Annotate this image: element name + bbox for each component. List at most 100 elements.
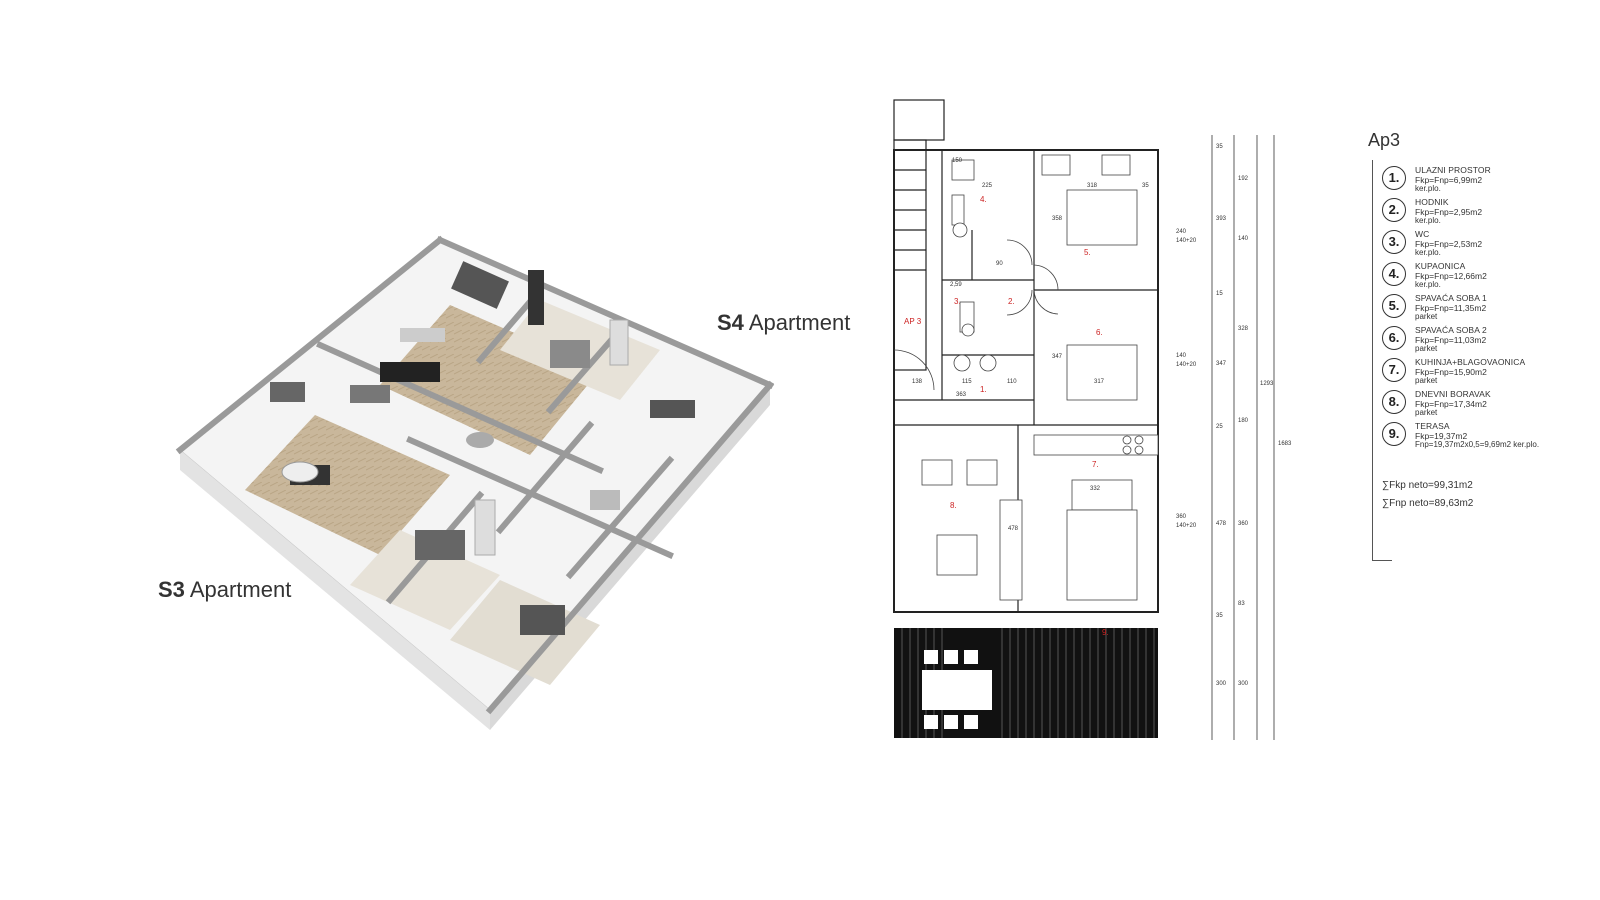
dim-label: 110 xyxy=(1007,379,1017,385)
room-number-badge: 5. xyxy=(1382,294,1406,318)
side-dim-label: 192 xyxy=(1238,176,1249,182)
dim-label: 360 xyxy=(1176,514,1187,520)
dining-floor xyxy=(245,415,450,555)
dim-label: 225 xyxy=(982,183,993,189)
legend-bracket xyxy=(1372,160,1373,560)
dim-label: 150 xyxy=(952,158,963,164)
dim-label: 35 xyxy=(1142,183,1149,189)
room-name: DNEVNI BORAVAK xyxy=(1415,389,1491,399)
side-dim-label: 1683 xyxy=(1278,441,1292,447)
legend-item: 3. WC Fkp=Fnp=2,53m2 ker.plo. xyxy=(1382,229,1572,260)
room-number-badge: 8. xyxy=(1382,390,1406,414)
plan-num-1: 1. xyxy=(980,385,987,394)
room-number-badge: 3. xyxy=(1382,230,1406,254)
furniture xyxy=(270,261,695,635)
legend-item: 1. ULAZNI PROSTOR Fkp=Fnp=6,99m2 ker.plo… xyxy=(1382,165,1572,196)
room-name: TERASA xyxy=(1415,421,1450,431)
room-name: HODNIK xyxy=(1415,197,1449,207)
room-name: ULAZNI PROSTOR xyxy=(1415,165,1491,175)
plan-fixtures xyxy=(921,154,1159,601)
side-dim-label: 478 xyxy=(1216,521,1227,527)
architectural-floorplan: 4. 2. 3. 1. 5. 6. 7. 8. 9. AP 3 225 318 … xyxy=(893,99,1332,760)
room-legend: Ap3 1. ULAZNI PROSTOR Fkp=Fnp=6,99m2 ker… xyxy=(1368,128,1568,561)
side-dim-label: 15 xyxy=(1216,291,1223,297)
plan-dimension-labels: 225 318 240 140+20 358 90 140 140+20 347… xyxy=(912,144,1223,532)
dim-label: 138 xyxy=(912,379,923,385)
floorplan-svg: 4. 2. 3. 1. 5. 6. 7. 8. 9. AP 3 225 318 … xyxy=(893,99,1292,740)
dim-label: 347 xyxy=(1052,354,1063,360)
plan-num-2: 2. xyxy=(1008,297,1015,306)
dimension-lines xyxy=(1211,135,1275,740)
door-swings xyxy=(893,239,1059,391)
legend-item: 6. SPAVAĆA SOBA 2 Fkp=Fnp=11,03m2 parket xyxy=(1382,325,1572,356)
s3-word: Apartment xyxy=(189,577,292,602)
room-name: SPAVAĆA SOBA 1 xyxy=(1415,293,1487,303)
dim-label: 140+20 xyxy=(1176,238,1197,244)
room-number-badge: 1. xyxy=(1382,166,1406,190)
room-name: SPAVAĆA SOBA 2 xyxy=(1415,325,1487,335)
room-number-badge: 9. xyxy=(1382,422,1406,446)
s3-prefix: S3 xyxy=(158,577,185,602)
plan-num-4: 4. xyxy=(980,195,987,204)
legend-item: 4. KUPAONICA Fkp=Fnp=12,66m2 ker.plo. xyxy=(1382,261,1572,292)
side-dim-label: 25 xyxy=(1216,424,1223,430)
room-area: Fkp=Fnp=17,34m2 xyxy=(1415,399,1487,409)
dim-label: 140+20 xyxy=(1176,362,1197,368)
plan-num-7: 7. xyxy=(1092,460,1099,469)
dim-label: 115 xyxy=(962,379,972,385)
room-floor: ker.plo. xyxy=(1415,184,1441,193)
isometric-floorplan-render xyxy=(150,210,870,730)
legend-title: Ap3 xyxy=(1368,130,1401,150)
side-dim-label: 360 xyxy=(1238,521,1249,527)
living-floor xyxy=(380,305,600,455)
room-floor: parket xyxy=(1415,376,1438,385)
room-name: WC xyxy=(1415,229,1430,239)
room-area: Fkp=Fnp=6,99m2 xyxy=(1415,175,1483,185)
legend-item: 5. SPAVAĆA SOBA 1 Fkp=Fnp=11,35m2 parket xyxy=(1382,293,1572,324)
side-dim-label: 140 xyxy=(1238,236,1249,242)
side-dim-label: 347 xyxy=(1216,361,1227,367)
side-dim-label: 1293 xyxy=(1260,381,1274,387)
plan-num-6: 6. xyxy=(1096,328,1103,337)
room-name: KUPAONICA xyxy=(1415,261,1466,271)
room-number-badge: 6. xyxy=(1382,326,1406,350)
room-number-badge: 2. xyxy=(1382,198,1406,222)
plan-room-numbers: 4. 2. 3. 1. 5. 6. 7. 8. 9. xyxy=(950,195,1109,637)
side-dim-label: 180 xyxy=(1238,418,1249,424)
s3-apartment-label: S3 Apartment xyxy=(158,577,291,603)
plan-num-5: 5. xyxy=(1084,248,1091,257)
room-floor: parket xyxy=(1415,312,1438,321)
room-number-badge: 4. xyxy=(1382,262,1406,286)
plan-num-9: 9. xyxy=(1102,628,1109,637)
terrace xyxy=(894,628,1158,738)
side-dim-label: 328 xyxy=(1238,326,1249,332)
room-floor: parket xyxy=(1415,344,1438,353)
room-floor: ker.plo. xyxy=(1415,248,1441,257)
plan-num-3: 3. xyxy=(954,297,961,306)
room-number-badge: 7. xyxy=(1382,358,1406,382)
isometric-render-svg xyxy=(175,235,775,730)
room-floor: Fnp=19,37m2x0,5=9,69m2 ker.plo. xyxy=(1415,440,1540,449)
dim-label: 35 xyxy=(1216,144,1223,150)
room-area: Fkp=Fnp=12,66m2 xyxy=(1415,271,1487,281)
legend-item: 2. HODNIK Fkp=Fnp=2,95m2 ker.plo. xyxy=(1382,197,1572,228)
dim-label: 363 xyxy=(956,392,967,398)
sum-gross-area: ∑Fkp neto=99,31m2 xyxy=(1382,480,1473,491)
room-area: Fkp=Fnp=11,35m2 xyxy=(1415,303,1487,313)
plan-walls xyxy=(893,99,1159,613)
room-area: Fkp=Fnp=2,53m2 xyxy=(1415,239,1483,249)
s4-word: Apartment xyxy=(748,310,851,335)
room-area: Fkp=Fnp=15,90m2 xyxy=(1415,367,1487,377)
dim-label: 90 xyxy=(996,261,1003,267)
legend-bracket-foot xyxy=(1372,560,1392,561)
room-name: KUHINJA+BLAGOVAONICA xyxy=(1415,357,1526,367)
room-area: Fkp=Fnp=2,95m2 xyxy=(1415,207,1483,217)
plan-side-dimension-labels: 192 393 140 15 328 347 1293 1683 180 25 … xyxy=(1216,176,1292,687)
legend-item: 7. KUHINJA+BLAGOVAONICA Fkp=Fnp=15,90m2 … xyxy=(1382,357,1572,388)
dim-label: 140 xyxy=(1176,353,1187,359)
slab-edge-left xyxy=(180,450,490,730)
plan-num-8: 8. xyxy=(950,501,957,510)
dim-label: 318 xyxy=(1087,183,1098,189)
dim-label: 332 xyxy=(1090,486,1101,492)
dim-label: 358 xyxy=(1052,216,1063,222)
